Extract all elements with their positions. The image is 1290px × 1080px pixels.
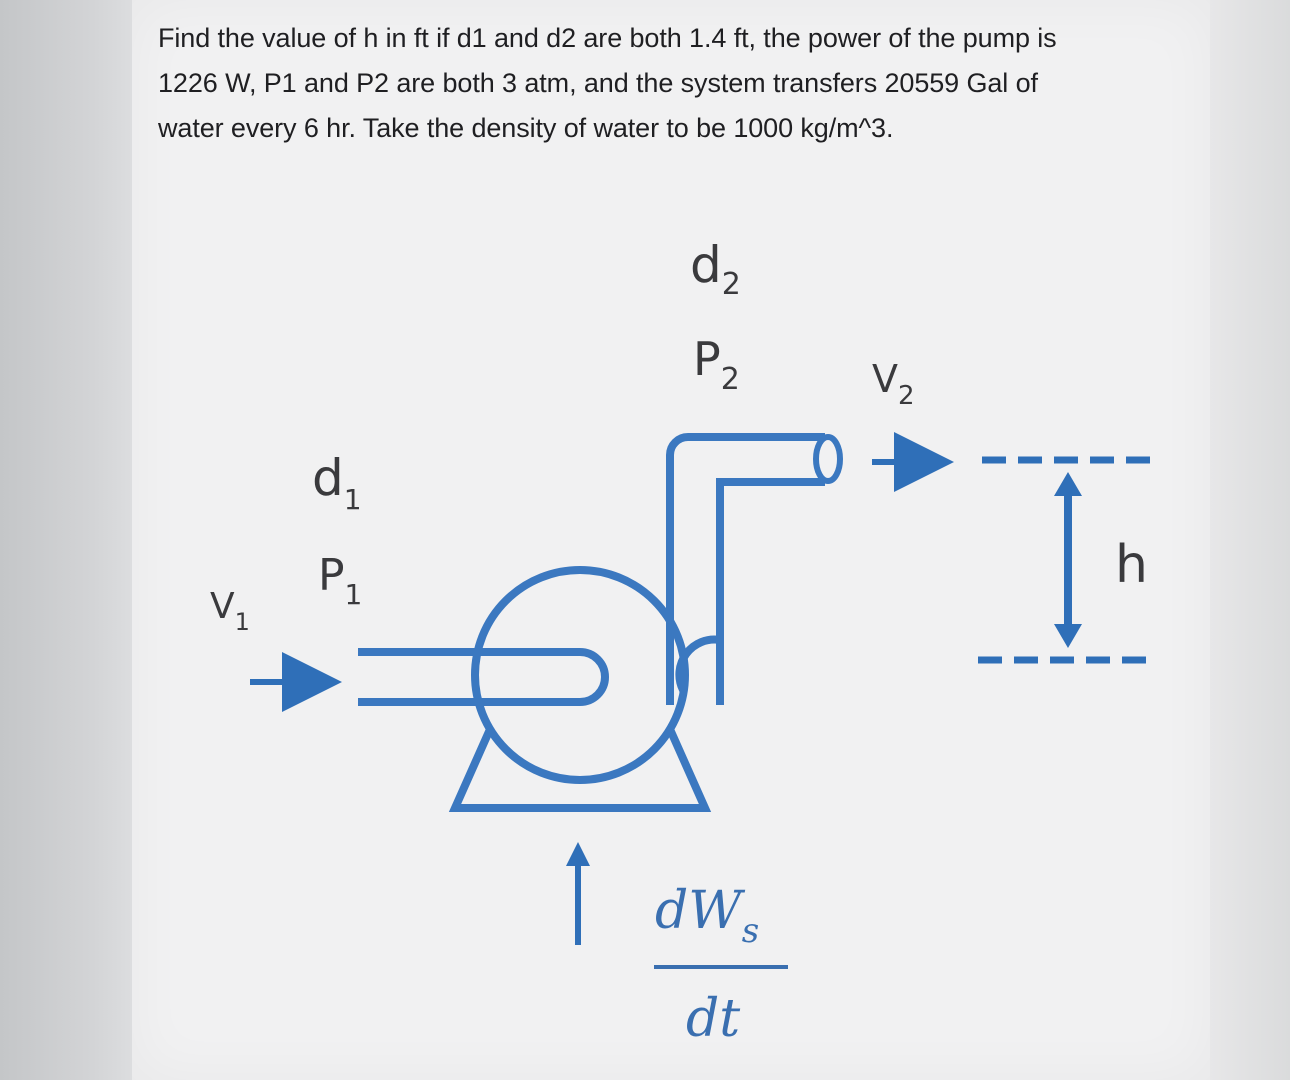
question-line-1: Find the value of h in ft if d1 and d2 a… (158, 23, 1057, 53)
outlet-pipe (666, 433, 825, 705)
outlet-pipe-opening (813, 434, 843, 484)
v2-label: V2 (872, 357, 915, 411)
p2-label: P2 (693, 332, 740, 397)
shaft-work-input: dWs dt (566, 842, 788, 1049)
height-label: h (1115, 535, 1148, 595)
work-rate-numerator: dWs (655, 881, 759, 951)
p1-label: P1 (318, 550, 362, 611)
inlet-pipe (358, 648, 609, 706)
outlet-labels: d2 P2 V2 (690, 236, 915, 411)
question-line-3: water every 6 hr. Take the density of wa… (158, 113, 894, 143)
inlet-labels: d1 P1 V1 (210, 449, 362, 636)
height-indicator: h (978, 456, 1150, 664)
height-arrow-up (1054, 472, 1082, 496)
question-text: Find the value of h in ft if d1 and d2 a… (158, 16, 1198, 151)
height-arrow-down (1054, 624, 1082, 648)
pump-drawing (358, 433, 843, 812)
v1-label: V1 (210, 586, 250, 636)
pump-casing (471, 566, 689, 784)
d2-label: d2 (690, 236, 741, 302)
work-rate-denominator: dt (686, 989, 740, 1049)
question-line-2: 1226 W, P1 and P2 are both 3 atm, and th… (158, 68, 1038, 98)
d1-label: d1 (312, 449, 362, 516)
volute-curve (675, 635, 721, 692)
right-background (1210, 0, 1290, 1080)
work-arrow-head (566, 842, 590, 866)
left-background (0, 0, 132, 1080)
